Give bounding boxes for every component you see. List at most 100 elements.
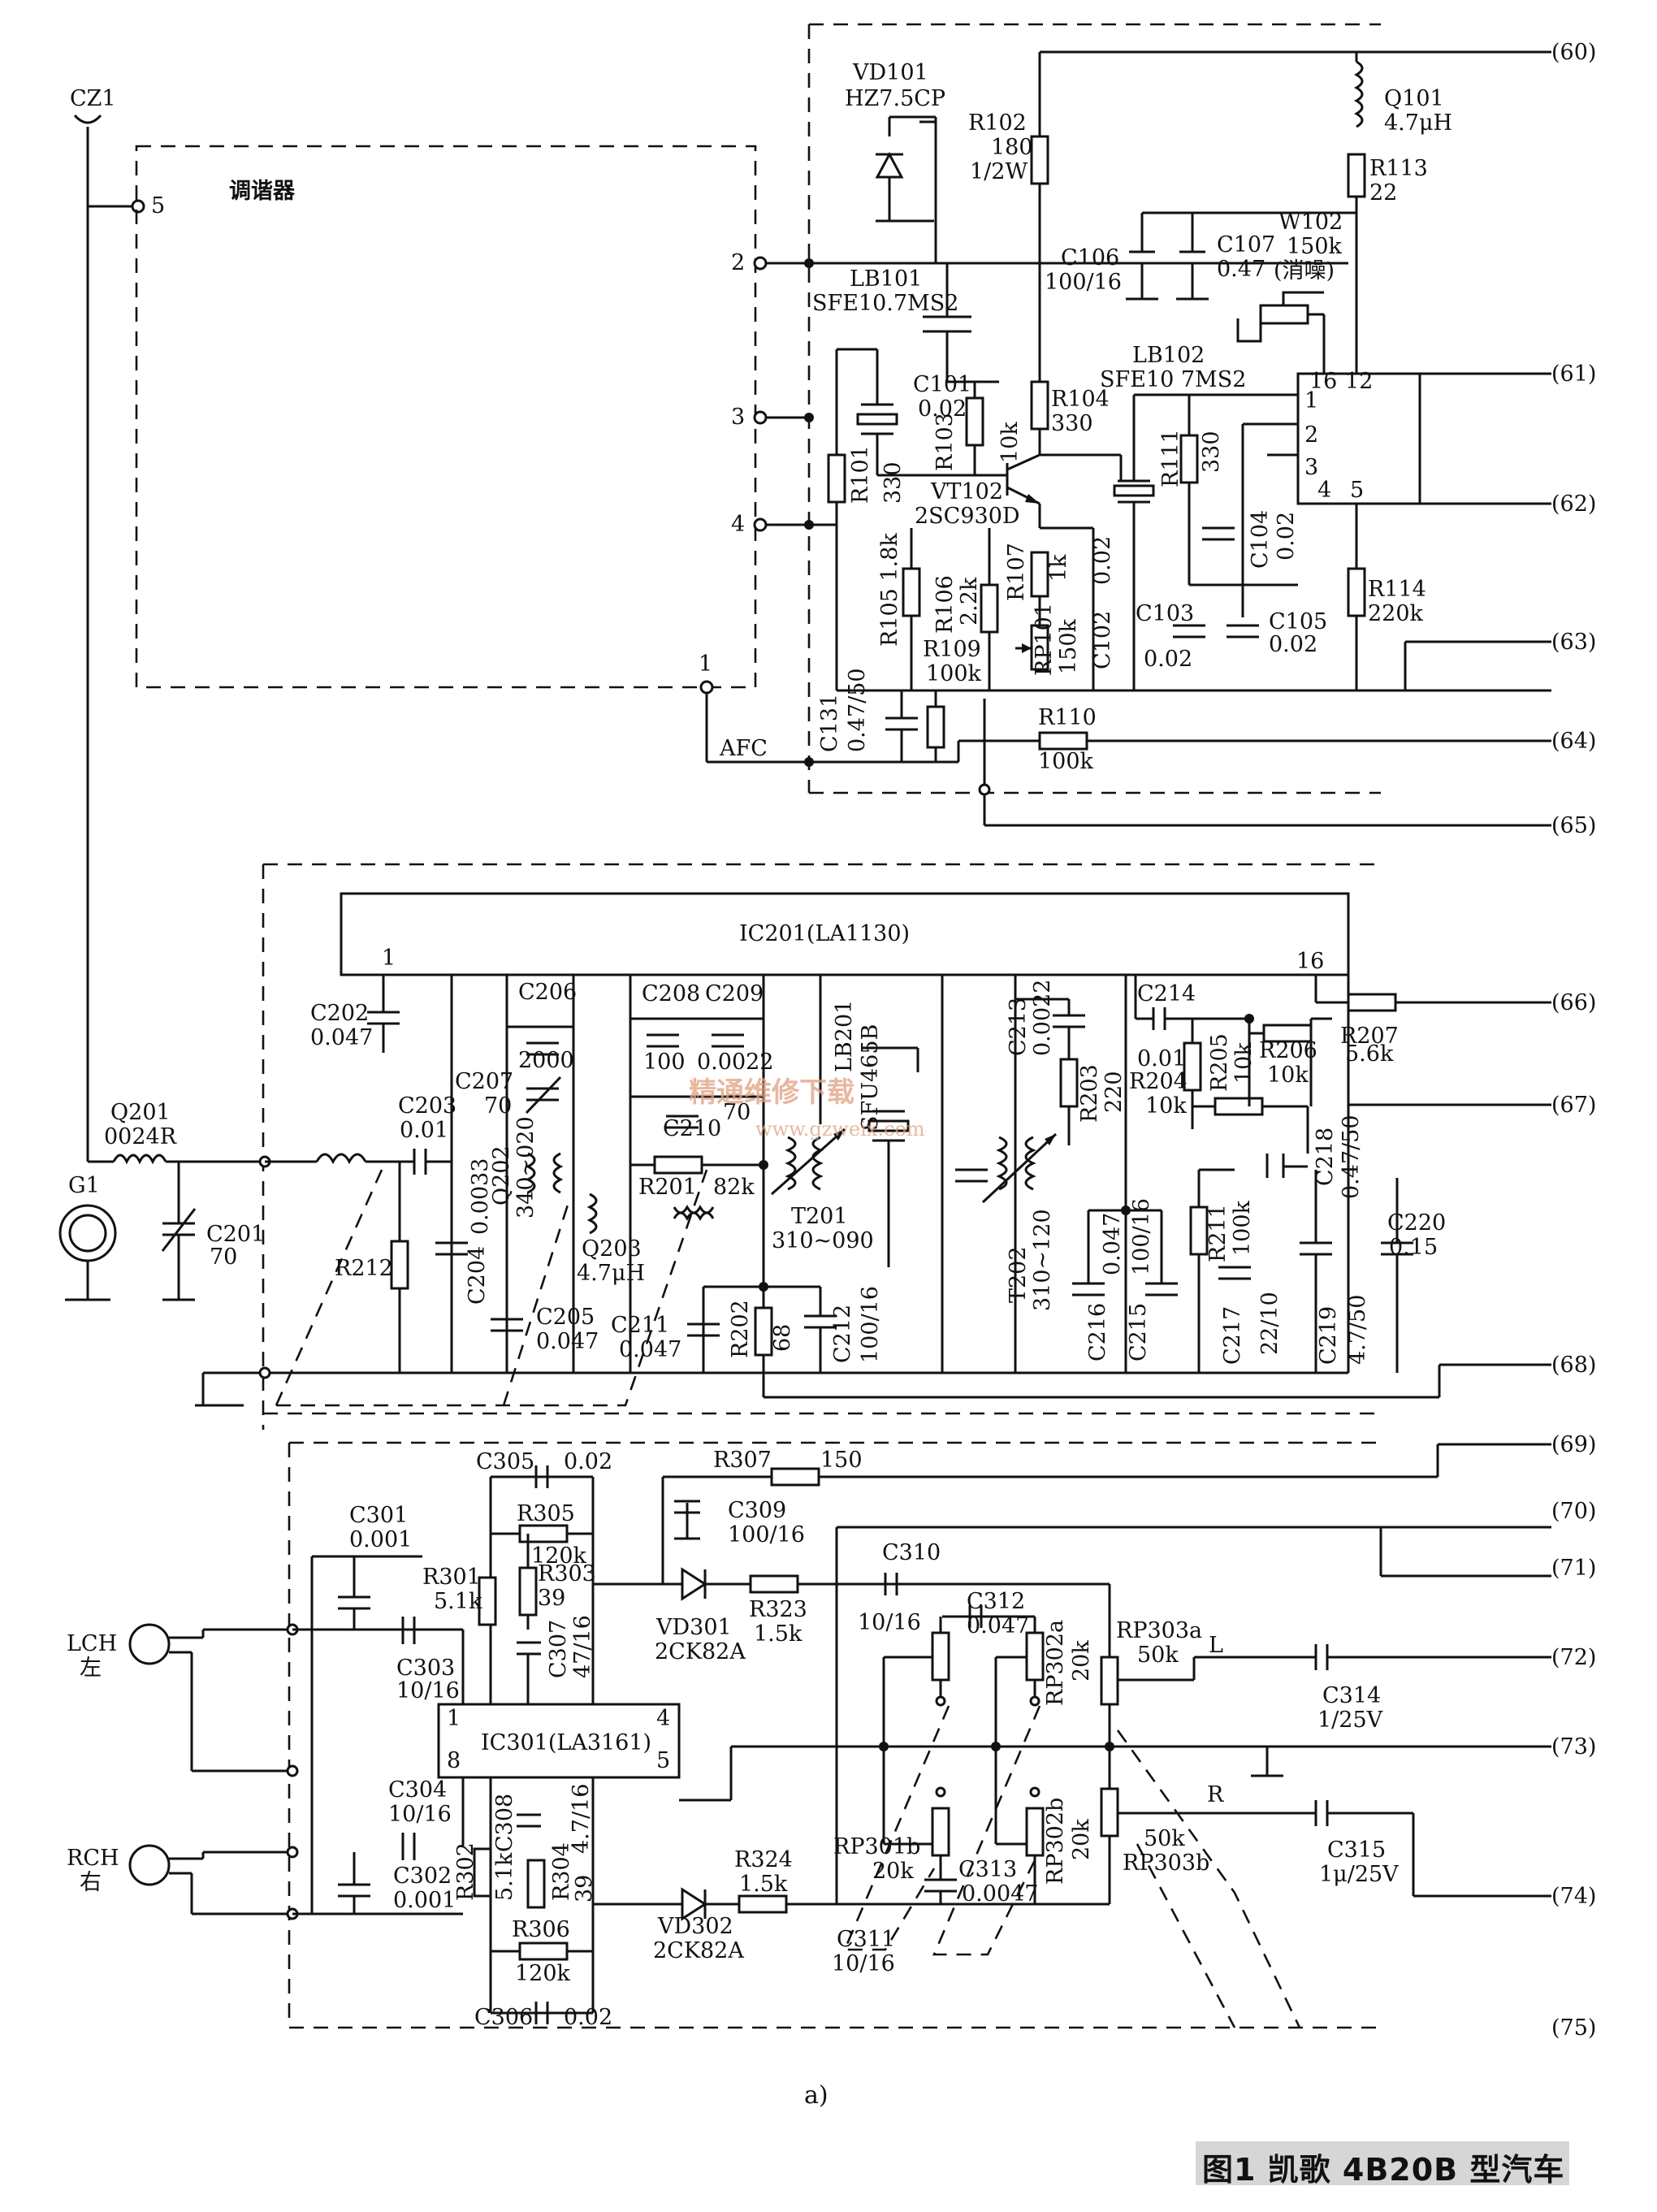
r106-value: 2.2k: [957, 577, 982, 626]
stereo-section: [128, 1441, 1551, 2029]
c309-value: 100/16: [728, 1522, 805, 1548]
rch-label: RCH: [67, 1846, 119, 1871]
c208-value: 100: [643, 1050, 686, 1075]
channel-r-label: R: [1207, 1782, 1224, 1807]
c104-label: C104: [1248, 510, 1273, 569]
c308-value: 4.7/16: [569, 1784, 594, 1854]
r201-label: R201: [638, 1175, 697, 1200]
component-labels: CZ1 调谐器 5 2 3 4 1 AFC VD101 HZ7.5CP R102…: [67, 60, 1452, 2030]
c209-value: 0.0022: [697, 1050, 773, 1075]
q202-value: 340~020: [513, 1116, 539, 1219]
net-60: (60): [1551, 40, 1596, 65]
c301-label: C301: [349, 1503, 408, 1528]
r306-value: 120k: [515, 1961, 571, 1986]
c217-label: C217: [1220, 1306, 1245, 1365]
r304-label: R304: [549, 1842, 574, 1901]
r102-power: 1/2W: [970, 159, 1028, 184]
c103-value: 0.02: [1144, 647, 1192, 672]
r201-value: 82k: [713, 1175, 755, 1200]
fmic-pin-5: 5: [1350, 478, 1364, 503]
lb201-value: SFU465B: [858, 1024, 883, 1131]
c216-label: C216: [1085, 1303, 1110, 1361]
c314-value: 1/25V: [1317, 1708, 1383, 1733]
r111-label: R111: [1158, 429, 1183, 487]
antenna-label: CZ1: [70, 86, 116, 111]
r101-value: 330: [880, 461, 906, 504]
c204-value: 0.0033: [468, 1158, 493, 1235]
r301-value: 5.1k: [434, 1589, 482, 1614]
r207-value: 5.6k: [1345, 1041, 1394, 1067]
c101-label: C101: [913, 372, 971, 397]
rp301b-label: RP301b: [833, 1834, 920, 1859]
r101-label: R101: [848, 445, 873, 504]
c216-value: 0.047: [1100, 1213, 1125, 1275]
net-66: (66): [1551, 990, 1596, 1015]
net-72: (72): [1551, 1645, 1596, 1670]
rp302b-label: RP302b: [1043, 1798, 1068, 1885]
net-70: (70): [1551, 1499, 1596, 1524]
r306-label: R306: [512, 1917, 570, 1942]
lch-label: LCH: [67, 1631, 117, 1656]
ic301-pin-8: 8: [447, 1748, 461, 1773]
net-69: (69): [1551, 1432, 1596, 1457]
c217-value: 22/10: [1257, 1292, 1283, 1355]
c315-label: C315: [1327, 1838, 1386, 1863]
c308-label: C308: [492, 1794, 517, 1852]
c214-value: 0.01: [1137, 1046, 1186, 1071]
c131-label: C131: [817, 694, 842, 752]
c312-label: C312: [967, 1589, 1025, 1614]
tuner-pin-1: 1: [699, 651, 712, 677]
q202-label: Q202: [489, 1145, 514, 1206]
vd302-value: 2CK82A: [653, 1938, 744, 1963]
r305-label: R305: [517, 1501, 575, 1526]
r110-label: R110: [1038, 705, 1097, 730]
vd101-value: HZ7.5CP: [845, 86, 945, 111]
rch-jack-icon: [128, 1844, 171, 1886]
c209-label: C209: [705, 981, 764, 1006]
ic201-label: IC201(LA1130): [739, 921, 910, 946]
c312-value: 0.047: [967, 1613, 1029, 1638]
net-67: (67): [1551, 1093, 1596, 1118]
c315-value: 1μ/25V: [1319, 1862, 1399, 1887]
net-64: (64): [1551, 729, 1596, 754]
r113-label: R113: [1369, 156, 1428, 181]
q201-value: 0024R: [104, 1124, 177, 1149]
c215-value: 100/16: [1129, 1198, 1154, 1275]
r109-label: R109: [923, 637, 981, 662]
c303-label: C303: [396, 1656, 455, 1681]
c314-label: C314: [1322, 1683, 1381, 1708]
c219-label: C219: [1316, 1306, 1341, 1365]
vd301-label: VD301: [655, 1615, 732, 1640]
lb101-value: SFE10.7MS2: [812, 291, 958, 316]
c304-value: 10/16: [388, 1802, 452, 1827]
net-65: (65): [1551, 813, 1596, 838]
r303-value: 39: [538, 1586, 565, 1611]
rp303a-label: RP303a: [1116, 1618, 1202, 1643]
am-section: [58, 863, 1551, 1430]
c102-label: C102: [1090, 611, 1115, 669]
lb201-label: LB201: [832, 1000, 857, 1072]
r102-value: 180: [991, 135, 1033, 160]
c107-value: 0.47: [1217, 257, 1265, 282]
fmic-pin-1: 1: [1304, 388, 1318, 413]
c201-label: C201: [206, 1222, 265, 1247]
c203-label: C203: [398, 1093, 456, 1119]
lb102-value: SFE10 7MS2: [1100, 367, 1246, 392]
c202-value: 0.047: [310, 1025, 373, 1050]
c105-label: C105: [1269, 609, 1327, 634]
c205-value: 0.047: [536, 1329, 599, 1354]
net-61: (61): [1551, 361, 1596, 387]
r103-label: R103: [932, 413, 958, 471]
r203-label: R203: [1077, 1064, 1102, 1123]
vt102-value: 2SC930D: [915, 504, 1020, 529]
q203-value: 4.7μH: [577, 1261, 645, 1286]
c207-label: C207: [455, 1069, 513, 1094]
w102-note: (消噪): [1274, 258, 1335, 284]
r104-value: 330: [1051, 411, 1093, 436]
c208-label: C208: [642, 981, 700, 1006]
c210-value: 70: [723, 1100, 751, 1125]
vt102-label: VT102: [930, 479, 1003, 504]
c305-label: C305: [476, 1449, 534, 1474]
vd101-label: VD101: [852, 60, 928, 85]
